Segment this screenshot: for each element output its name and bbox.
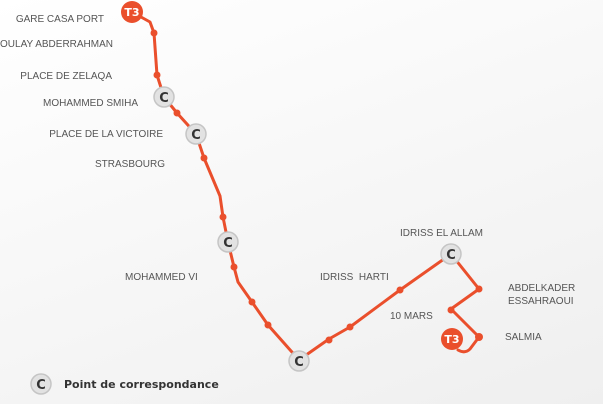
stop-dot-icon[interactable] <box>447 306 455 314</box>
stop-dot-icon[interactable] <box>230 263 238 271</box>
stop-dot-icon[interactable] <box>475 333 483 341</box>
connection-c-icon <box>30 373 52 395</box>
connection-symbol: C <box>294 355 304 370</box>
connection-point[interactable]: C <box>440 243 462 265</box>
connection-point[interactable]: C <box>217 231 239 253</box>
station-label[interactable]: GARE CASA PORT <box>16 14 104 25</box>
line-name: T3 <box>124 6 139 19</box>
stop-dots <box>150 29 483 344</box>
t3-badge-icon <box>441 328 463 350</box>
stop-dot-icon[interactable] <box>153 71 161 79</box>
connection-symbol: C <box>223 236 233 251</box>
stop-dot-icon[interactable] <box>346 323 354 331</box>
connection-symbol: C <box>191 128 201 143</box>
terminus-salmia[interactable]: T3 <box>441 328 463 350</box>
station-label[interactable]: IDRISS EL ALLAM <box>400 228 483 239</box>
connection-symbol: C <box>446 248 456 263</box>
connection-c-icon <box>185 123 207 145</box>
connection-c-icon <box>153 86 175 108</box>
legend-label: Point de correspondance <box>64 378 219 391</box>
station-label[interactable]: MOHAMMED SMIHA <box>43 98 138 109</box>
connection-point[interactable]: C <box>288 350 310 372</box>
stop-dot-icon[interactable] <box>248 298 256 306</box>
legend: C Point de correspondance <box>30 373 219 395</box>
connection-symbol: C <box>159 91 169 106</box>
connection-c-icon <box>288 350 310 372</box>
line-name: T3 <box>444 333 459 346</box>
stop-dot-icon[interactable] <box>200 154 208 162</box>
stop-dot-icon[interactable] <box>173 109 181 117</box>
station-label[interactable]: 10 MARS <box>390 311 433 322</box>
connection-c-icon <box>217 231 239 253</box>
station-label[interactable]: MOULAY ABDERRAHMAN <box>0 39 113 50</box>
tram-line-t3 <box>130 10 481 362</box>
stop-dot-icon[interactable] <box>219 213 227 221</box>
connection-point[interactable]: C <box>153 86 175 108</box>
station-label[interactable]: PLACE DE LA VICTOIRE <box>49 129 163 140</box>
stop-dot-icon[interactable] <box>325 336 333 344</box>
connection-point[interactable]: C <box>185 123 207 145</box>
station-label[interactable]: SALMIA <box>505 332 542 343</box>
station-label[interactable]: MOHAMMED VI <box>125 272 198 283</box>
terminus-gare-casa-port[interactable]: T3 <box>121 1 143 23</box>
stop-dot-icon[interactable] <box>396 286 404 294</box>
t3-badge-icon <box>121 1 143 23</box>
station-label[interactable]: STRASBOURG <box>95 159 165 170</box>
station-label[interactable]: PLACE DE ZELAQA <box>20 71 112 82</box>
station-label[interactable]: ABDELKADER <box>508 283 575 294</box>
stop-dot-icon[interactable] <box>475 285 483 293</box>
legend-symbol: C <box>36 378 46 393</box>
station-label[interactable]: IDRISS HARTI <box>320 272 389 283</box>
stop-dot-icon[interactable] <box>264 321 272 329</box>
connection-c-icon <box>440 243 462 265</box>
stop-dot-icon[interactable] <box>150 29 158 37</box>
station-label[interactable]: ESSAHRAOUI <box>508 296 574 307</box>
